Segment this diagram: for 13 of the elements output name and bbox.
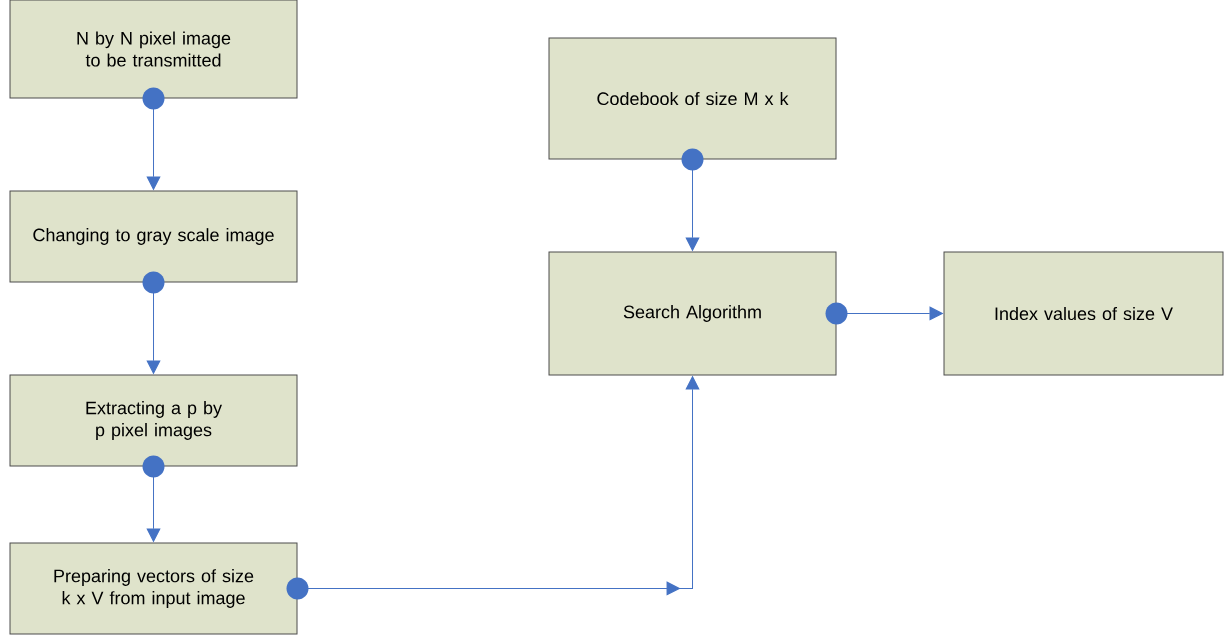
process-box: Search Algorithm [548, 251, 837, 376]
connector-arrow [681, 148, 704, 251]
process-box: Extracting a p by p pixel images [9, 374, 298, 467]
connector-arrow [825, 302, 943, 325]
connector-arrow [286, 376, 700, 600]
connector-arrow [142, 455, 165, 542]
process-box: Codebook of size M x k [548, 37, 837, 160]
process-box: Changing to gray scale image [9, 190, 298, 283]
connector-arrow [142, 87, 165, 190]
process-box: Index values of size V [943, 251, 1224, 376]
process-box: Preparing vectors of size k x V from input image [9, 542, 298, 635]
process-box: N by N pixel image to be transmitted [9, 0, 298, 99]
connector-arrow [142, 271, 165, 374]
